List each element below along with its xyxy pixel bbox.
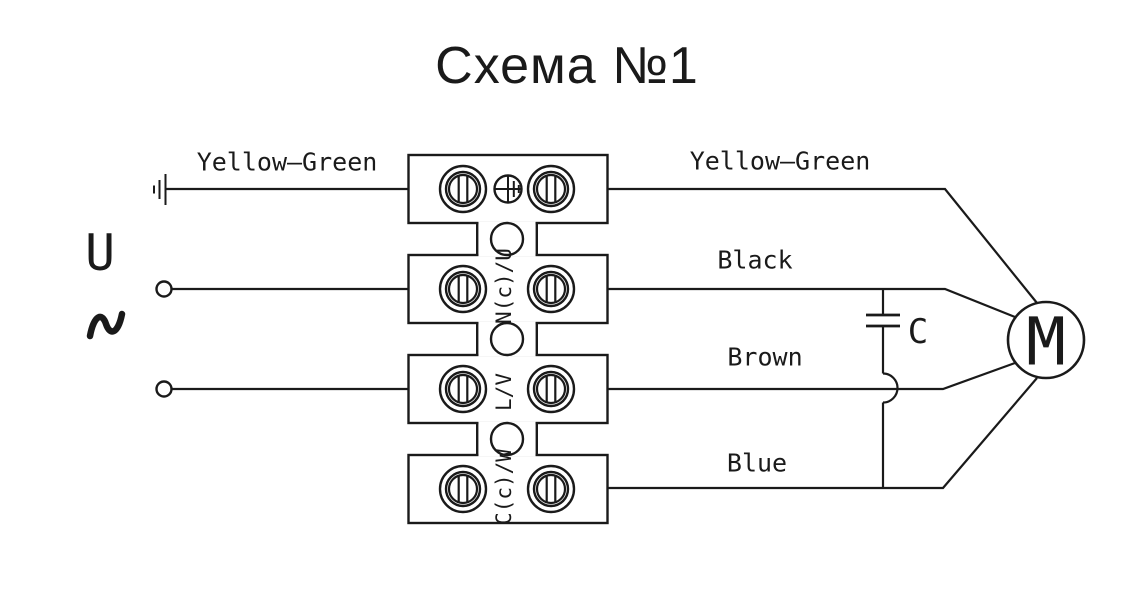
mounting-hole <box>489 221 525 257</box>
motor-label: M <box>1026 304 1066 381</box>
mounting-hole <box>489 421 525 457</box>
motor-circle <box>1006 300 1086 380</box>
black-wire <box>607 287 1016 319</box>
screw-terminal <box>438 164 488 214</box>
screw-terminal <box>438 464 488 514</box>
screw-terminal <box>526 364 576 414</box>
screw-terminal <box>526 264 576 314</box>
voltage-label: U <box>85 224 115 282</box>
wire-label-brown: Brown <box>727 343 802 372</box>
section-label-line: L/V <box>492 373 516 411</box>
screw-terminal <box>438 364 488 414</box>
wire-crossover-hop <box>882 372 899 404</box>
capacitor-branch: C <box>866 289 928 488</box>
wire-label-blue: Blue <box>727 449 787 478</box>
motor: M <box>1006 300 1086 381</box>
diagram-title: Схема №1 <box>435 37 699 95</box>
screw-terminal <box>526 164 576 214</box>
screw-terminal <box>438 264 488 314</box>
source-terminal-circle <box>155 280 173 298</box>
mounting-hole <box>489 321 525 357</box>
wire-label-earth-left: Yellow—Green <box>197 148 378 177</box>
earth-wire-right <box>607 187 1038 304</box>
terminal-block: N(c)/U L/V C(c)/W <box>407 153 609 525</box>
blue-wire <box>607 377 1038 490</box>
earth-terminal-icon <box>493 174 523 204</box>
source-terminal-circle <box>155 380 173 398</box>
wire-label-earth-right: Yellow—Green <box>690 147 871 176</box>
section-label-capacitor: C(c)/W <box>492 449 516 525</box>
screw-terminal <box>526 464 576 514</box>
ac-sine-wave-icon <box>86 310 126 340</box>
section-neck <box>476 222 538 456</box>
capacitor-label: C <box>908 312 928 352</box>
earth-ground-icon <box>153 174 167 205</box>
power-source: U <box>85 224 173 398</box>
wire-label-black: Black <box>717 246 792 275</box>
brown-wire <box>607 361 1016 391</box>
section-label-neutral: N(c)/U <box>492 248 516 324</box>
